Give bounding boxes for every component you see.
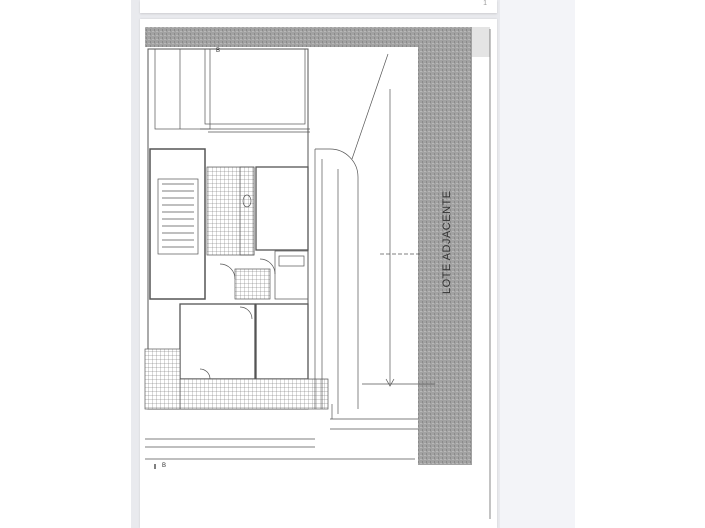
- page-number: 1: [483, 0, 487, 7]
- section-marker-bottom: B: [162, 463, 166, 469]
- section-marker-top: B: [216, 48, 220, 54]
- floor-plan-scan: LOTE ADJACENTE B B: [144, 27, 491, 519]
- adjacent-lot-band: [418, 27, 472, 465]
- previous-page: 1: [140, 0, 497, 13]
- side-panel: [500, 0, 575, 528]
- document-page: LOTE ADJACENTE B B: [140, 19, 497, 528]
- adjacent-lot-label: LOTE ADJACENTE: [441, 190, 453, 294]
- top-hatch-band: [145, 27, 470, 47]
